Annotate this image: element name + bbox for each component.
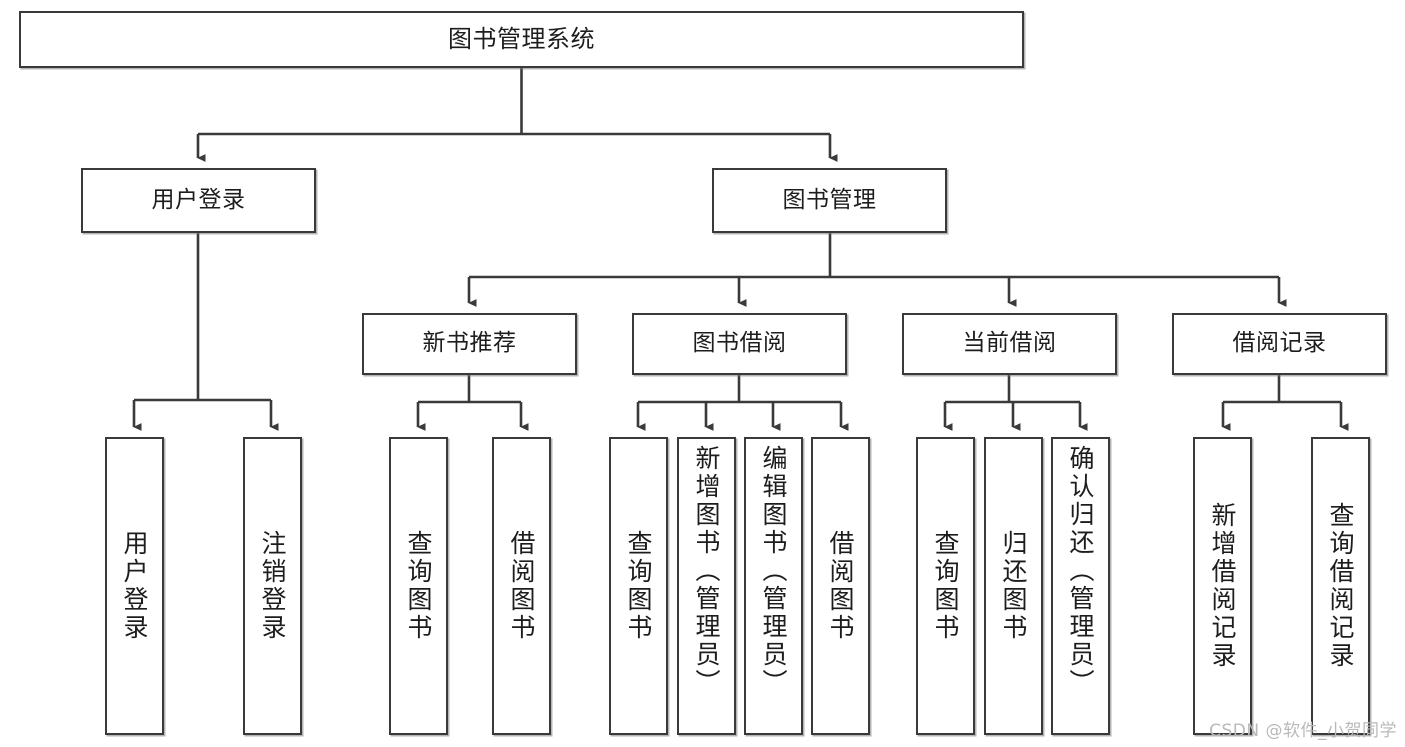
node-label: 借阅图书 [826,530,855,642]
node-user-login[interactable]: 用户登录 [81,168,316,233]
leaf-current-borrow-query-book[interactable]: 查询图书 [916,437,975,735]
node-label: 查询借阅记录 [1326,502,1355,670]
node-new-book-recommend[interactable]: 新书推荐 [362,313,577,375]
node-label: 图书管理 [782,186,877,213]
leaf-borrow-record-query-record[interactable]: 查询借阅记录 [1311,437,1370,735]
node-label: 查询图书 [404,530,433,642]
node-label: 用户登录 [120,530,149,642]
node-label: 当前借阅 [962,330,1057,357]
csdn-watermark: CSDN @软件_小贺同学 [1209,721,1397,741]
node-label: 借阅图书 [507,530,536,642]
node-current-borrow[interactable]: 当前借阅 [902,313,1117,375]
node-label: 查询图书 [931,530,960,642]
leaf-user-login-do-login[interactable]: 用户登录 [105,437,164,735]
node-label: 确认归还（管理员） [1066,445,1095,697]
node-label: 查询图书 [624,530,653,642]
leaf-book-borrow-borrow-book[interactable]: 借阅图书 [811,437,870,735]
node-label: 新书推荐 [422,330,517,357]
leaf-new-book-borrow-book[interactable]: 借阅图书 [492,437,551,735]
node-label: 图书借阅 [692,330,787,357]
node-label: 借阅记录 [1232,330,1327,357]
node-label: 用户登录 [151,186,246,213]
node-borrow-record[interactable]: 借阅记录 [1172,313,1387,375]
leaf-book-borrow-add-book-admin[interactable]: 新增图书（管理员） [677,437,736,735]
leaf-book-borrow-query-book[interactable]: 查询图书 [609,437,668,735]
leaf-user-login-logout[interactable]: 注销登录 [243,437,302,735]
node-label: 编辑图书（管理员） [759,445,788,697]
leaf-new-book-query-book[interactable]: 查询图书 [389,437,448,735]
node-label: 新增图书（管理员） [692,445,721,697]
node-label: 图书管理系统 [448,25,595,54]
node-label: 注销登录 [258,530,287,642]
node-label: 归还图书 [999,530,1028,642]
node-root-book-management-system[interactable]: 图书管理系统 [19,11,1024,68]
leaf-book-borrow-edit-book-admin[interactable]: 编辑图书（管理员） [744,437,803,735]
leaf-current-borrow-confirm-return-admin[interactable]: 确认归还（管理员） [1051,437,1110,735]
leaf-borrow-record-add-record[interactable]: 新增借阅记录 [1193,437,1252,735]
node-book-management[interactable]: 图书管理 [712,168,947,233]
node-label: 新增借阅记录 [1208,502,1237,670]
node-book-borrow[interactable]: 图书借阅 [632,313,847,375]
leaf-current-borrow-return-book[interactable]: 归还图书 [984,437,1043,735]
